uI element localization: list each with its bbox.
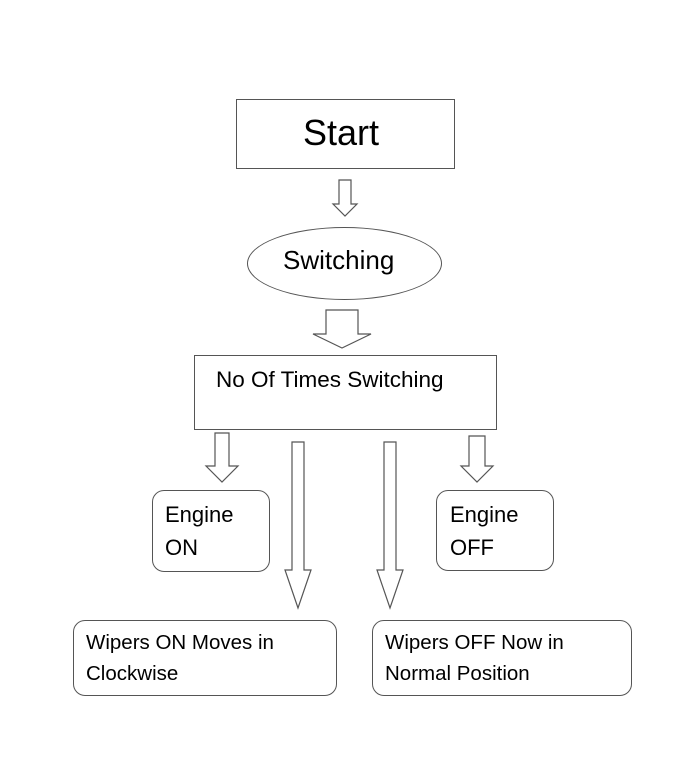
engine-on-line1: Engine [165, 502, 234, 527]
engine-on-line2: ON [165, 535, 198, 560]
start-label: Start [303, 112, 380, 153]
wipers-off-line1: Wipers OFF Now in [385, 631, 564, 654]
switch-count-label: No Of Times Switching [216, 367, 444, 392]
arrow-count-to-wipers-on [284, 441, 312, 610]
engine-on-node: Engine ON [152, 490, 270, 572]
engine-off-line1: Engine [450, 502, 519, 527]
arrow-count-to-wipers-off [376, 441, 404, 610]
wipers-off-line2: Normal Position [385, 662, 530, 685]
wipers-on-node: Wipers ON Moves in Clockwise [73, 620, 337, 696]
switch-count-node: No Of Times Switching [194, 355, 497, 430]
start-node: Start [236, 99, 455, 169]
wipers-on-line2: Clockwise [86, 662, 179, 685]
arrow-count-to-engine-on [204, 432, 240, 483]
arrow-switching-to-count [312, 309, 372, 349]
arrow-count-to-engine-off [459, 435, 495, 483]
arrow-start-to-switching [331, 179, 359, 217]
engine-off-line2: OFF [450, 535, 494, 560]
switching-label: Switching [283, 245, 395, 275]
wipers-off-node: Wipers OFF Now in Normal Position [372, 620, 632, 696]
switching-node: Switching [247, 227, 442, 300]
wipers-on-line1: Wipers ON Moves in [86, 631, 274, 654]
engine-off-node: Engine OFF [436, 490, 554, 571]
